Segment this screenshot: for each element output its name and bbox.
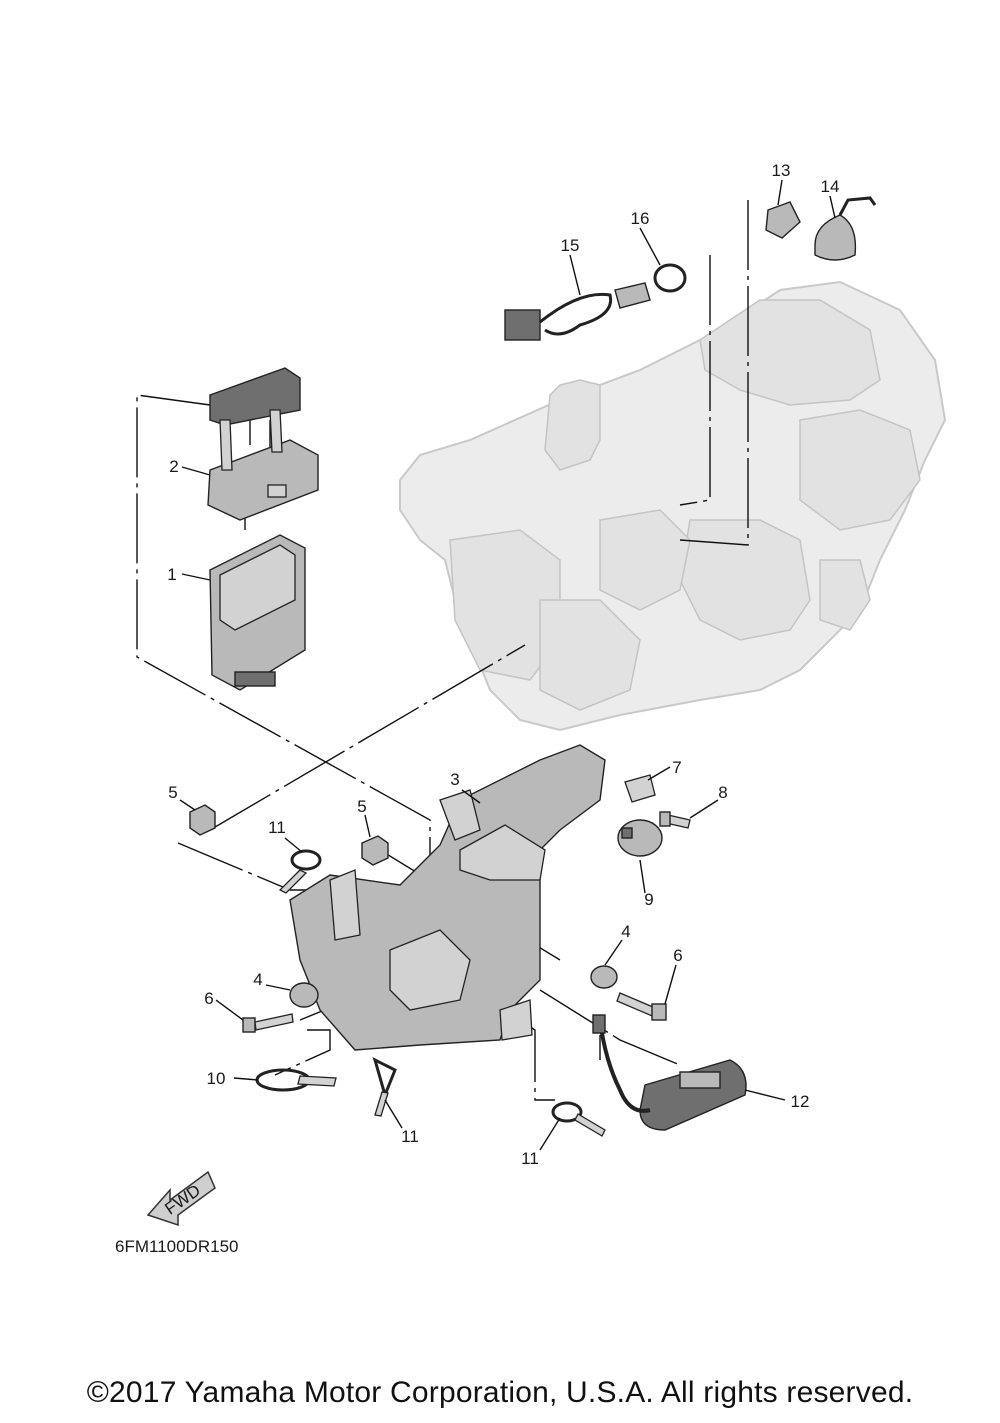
part-6-bolt-left [242,1013,294,1033]
part-3-main-bracket [289,744,606,1051]
callout-8: 8 [718,783,727,802]
part-2-bracket [207,367,319,521]
callout-labels: 1 2 3 4 4 5 5 6 6 7 8 9 10 11 11 11 12 1… [167,161,839,1168]
copyright-notice: ©2017 Yamaha Motor Corporation, U.S.A. A… [86,1376,914,1409]
part-9-switch [617,819,663,857]
part-10-cable-tie [255,1068,337,1092]
part-6-bolt-right [616,992,667,1021]
callout-12: 12 [791,1092,810,1111]
engine-block-ghost [399,280,947,732]
part-5-grommet-left [189,804,216,836]
callout-13: 13 [772,161,791,180]
part-4-collar-left [289,982,319,1008]
callout-5-left: 5 [168,783,177,802]
callout-14: 14 [821,177,840,196]
callout-leaders [179,179,836,1151]
callout-10: 10 [207,1069,226,1088]
part-14-cap [814,196,877,261]
callout-4-left: 4 [253,970,262,989]
diagram-code: 6FM1100DR150 [115,1237,238,1256]
callout-15: 15 [561,236,580,255]
callout-2: 2 [169,457,178,476]
part-8-bolt [659,811,691,829]
part-16-o-ring [653,263,687,293]
part-11-cable-tie-middle [372,1057,397,1117]
callout-6-left: 6 [204,989,213,1008]
part-15-harness [504,282,651,341]
part-12-condenser [592,1014,747,1131]
fwd-arrow-icon: FWD [146,1170,216,1227]
callout-6-right: 6 [673,946,682,965]
callout-5-right: 5 [357,797,366,816]
part-11-cable-tie-lower [551,1101,606,1137]
part-11-cable-tie-upper [278,849,322,894]
callout-16: 16 [631,209,650,228]
callout-11-upper: 11 [268,818,286,837]
part-7-plate [624,774,656,803]
callout-3: 3 [450,770,459,789]
part-1-cdi-unit [209,534,306,691]
callout-9: 9 [644,890,653,909]
callout-11-middle: 11 [401,1127,419,1146]
callout-1: 1 [167,565,176,584]
part-13-sensor [765,201,801,239]
callout-7: 7 [672,758,681,777]
part-4-collar-right [590,965,618,989]
callout-11-lower: 11 [521,1149,539,1168]
part-5-grommet-right [361,835,389,866]
callout-4-right: 4 [621,922,630,941]
